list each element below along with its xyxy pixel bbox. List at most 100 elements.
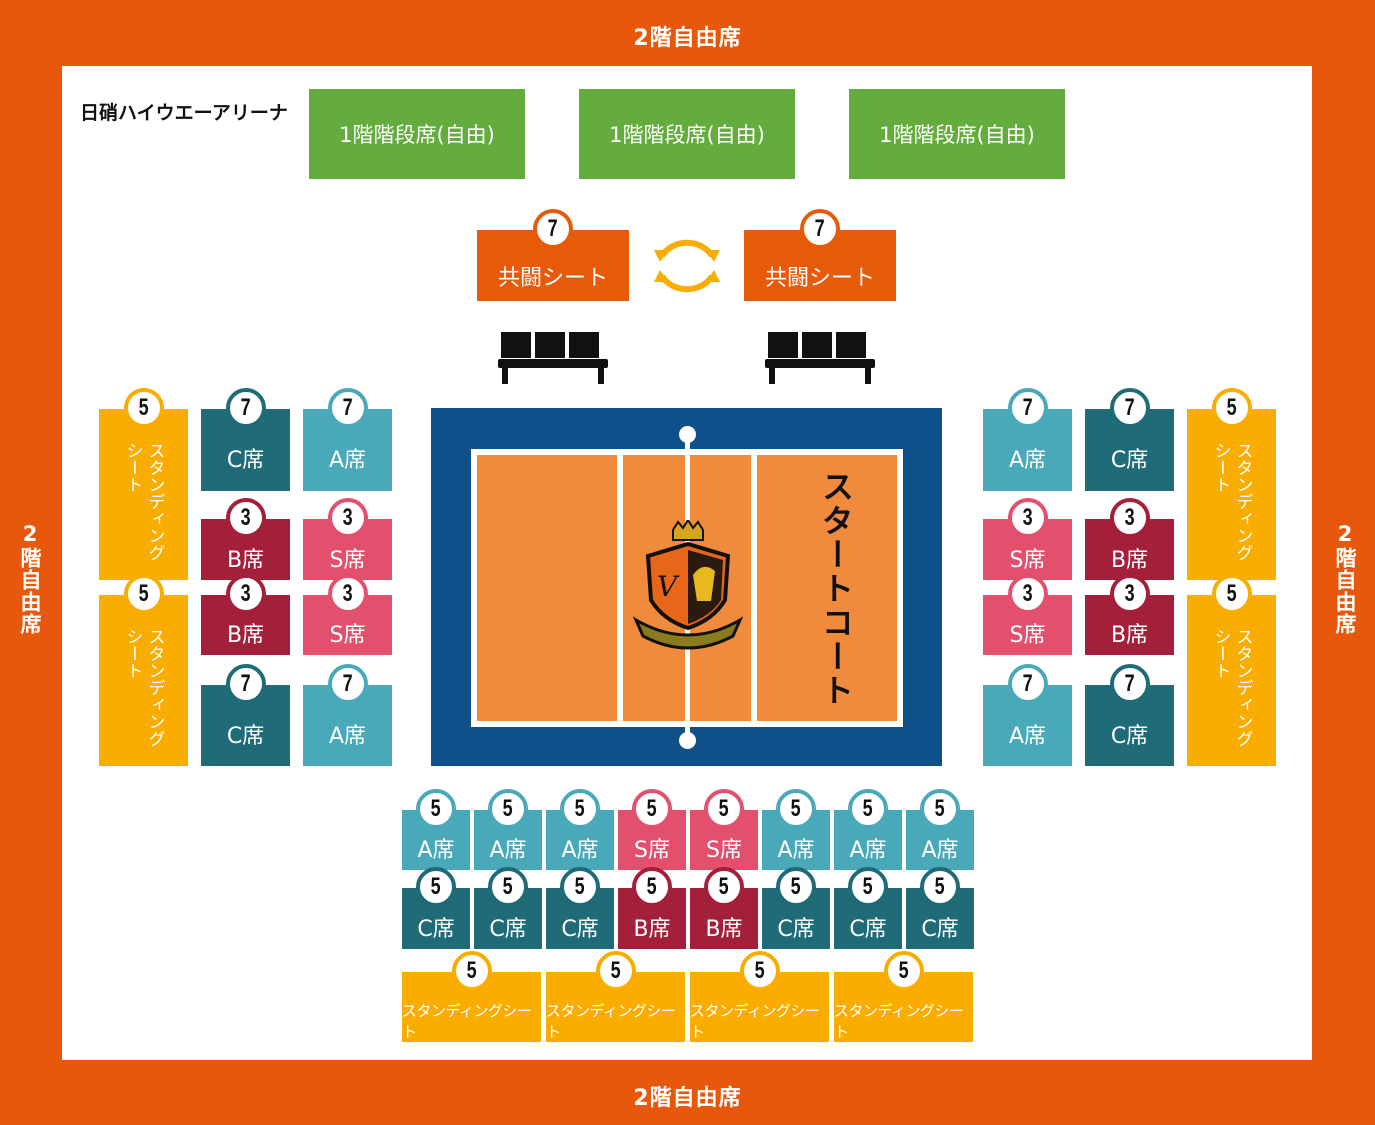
badge-number: 5 xyxy=(1226,394,1237,421)
seat-label: A席 xyxy=(328,723,367,749)
price-badge: 5 xyxy=(883,951,924,991)
badge-number: 3 xyxy=(1022,580,1033,607)
label-line2: シート xyxy=(1210,627,1231,679)
upper-free-seat-top[interactable]: 2階自由席 xyxy=(633,26,742,51)
badge-number: 5 xyxy=(934,873,946,900)
label-line1: スタンディング xyxy=(1232,441,1253,561)
badge-number: 5 xyxy=(138,394,149,421)
seat-label: C席 xyxy=(1110,448,1149,473)
floor1-stand-center[interactable]: 1階階段席(自由) xyxy=(579,89,795,179)
price-badge: 5 xyxy=(776,867,816,907)
seat-label: A席 xyxy=(328,448,367,473)
badge-number: 5 xyxy=(898,957,909,984)
price-badge: 7 xyxy=(1109,388,1150,428)
seat-label: C席 xyxy=(489,916,527,942)
seat-label: S席 xyxy=(1009,547,1046,573)
seat-label: C席 xyxy=(226,448,265,473)
seat-label: C席 xyxy=(417,916,455,942)
seat-label: スタンディングシート xyxy=(402,1002,532,1041)
badge-number: 5 xyxy=(430,795,442,822)
seat-label: B席 xyxy=(1110,623,1149,648)
floor1-stand-right[interactable]: 1階階段席(自由) xyxy=(849,89,1065,179)
badge-number: 3 xyxy=(342,580,353,607)
price-badge: 7 xyxy=(327,388,368,428)
price-badge: 5 xyxy=(488,789,528,829)
seat-label: C席 xyxy=(921,916,959,942)
upper-free-seat-bottom[interactable]: 2階自由席 xyxy=(633,1086,742,1111)
seat-label: A席 xyxy=(561,838,599,863)
net-post-top xyxy=(679,426,696,443)
badge-number: 7 xyxy=(342,394,353,421)
bench-chairs-icon-right xyxy=(765,332,875,384)
upper-free-seat-left[interactable]: 2階自由席 xyxy=(18,522,42,635)
badge-number: 7 xyxy=(240,670,251,697)
seat-label: C席 xyxy=(561,916,599,942)
seat-label: スタンディングシート xyxy=(834,1002,964,1041)
badge-number: 5 xyxy=(790,795,802,822)
price-badge: 5 xyxy=(451,951,492,991)
price-badge: 7 xyxy=(1007,388,1048,428)
badge-number: 5 xyxy=(646,873,658,900)
price-badge: 5 xyxy=(739,951,780,991)
label-line2: シート xyxy=(122,627,143,679)
floor1-stand-left[interactable]: 1階階段席(自由) xyxy=(309,89,525,179)
badge-number: 7 xyxy=(1124,394,1135,421)
volleyball-court[interactable]: V スタートコート xyxy=(431,408,942,766)
seat-label: スタンディングシート xyxy=(690,1002,820,1041)
upper-free-seat-right[interactable]: 2階自由席 xyxy=(1333,522,1357,635)
swap-arrows-icon xyxy=(654,239,720,293)
label-line2: シート xyxy=(122,441,143,493)
standing-seat-block[interactable]: 5 スタンディングシート xyxy=(402,951,541,1042)
price-badge: 5 xyxy=(123,388,164,428)
label-line1: スタンディング xyxy=(144,441,165,561)
standing-seat-block[interactable]: 5 スタンディングシート xyxy=(99,388,188,580)
team-logo: V xyxy=(633,520,743,650)
badge-number: 5 xyxy=(754,957,765,984)
badge-number: 5 xyxy=(718,795,730,822)
venue-name: 日硝ハイウエーアリーナ xyxy=(80,102,288,124)
price-badge: 5 xyxy=(632,789,672,829)
seat-label: A席 xyxy=(489,838,527,863)
price-badge: 5 xyxy=(560,789,600,829)
standing-seat-block[interactable]: 5 スタンディングシート xyxy=(690,951,829,1042)
standing-seat-block[interactable]: 5 スタンディングシート xyxy=(834,951,973,1042)
